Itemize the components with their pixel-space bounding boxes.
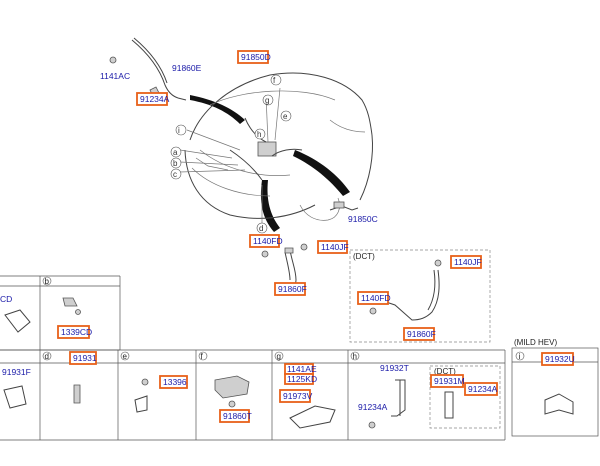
callout-91234a-h2[interactable]: 91234A <box>468 384 498 394</box>
car-letter-e: e <box>283 112 288 121</box>
callout-91931f[interactable]: 91931F <box>2 367 31 377</box>
callout-1140fd-dct[interactable]: 1140FD <box>361 293 391 303</box>
cable-91850c-drawing <box>329 201 359 211</box>
callout-1125kd[interactable]: 1125KD <box>287 374 317 384</box>
car-letter-a: a <box>173 148 178 157</box>
part-91931f-drawing <box>3 385 27 409</box>
callout-1140jf-box <box>317 240 348 254</box>
car-letter-f: f <box>273 76 276 85</box>
car-letter-h: h <box>257 130 261 139</box>
callout-91850d-box <box>237 50 269 64</box>
section-e-letter: e <box>123 352 128 361</box>
callout-91932u-box <box>541 352 574 366</box>
section-g-letter: g <box>277 352 281 361</box>
callout-91860t-box <box>219 409 250 423</box>
car-letter-d: d <box>259 224 263 233</box>
callout-91234a-h2-box <box>464 382 498 396</box>
callout-91931m-box <box>430 374 464 388</box>
callout-91860t[interactable]: 91860T <box>223 411 252 421</box>
callout-91860f-box <box>274 282 306 296</box>
callout-1140fd[interactable]: 1140FD <box>253 236 283 246</box>
pointer-arrow-2 <box>293 150 350 196</box>
part-91931-drawing <box>73 384 81 404</box>
callout-91931-box <box>69 351 97 365</box>
callout-91860f-dct-box <box>403 327 435 341</box>
callout-91932u[interactable]: 91932U <box>545 354 575 364</box>
callout-91860e[interactable]: 91860E <box>172 63 202 73</box>
dct-group-title: (DCT) <box>353 252 375 261</box>
callout-1125kd-box <box>284 373 314 385</box>
callout-91860f[interactable]: 91860F <box>278 284 307 294</box>
part-91860t-drawing <box>214 375 250 408</box>
callout-1141ac[interactable]: 1141AC <box>100 71 130 81</box>
cable-91860f-drawing <box>261 243 308 291</box>
car-drawing <box>179 72 373 228</box>
callout-13396-box <box>159 375 188 389</box>
car-letter-b: b <box>173 159 178 168</box>
callout-1140fd-box <box>249 234 280 248</box>
callout-91932t[interactable]: 91932T <box>380 363 409 373</box>
callout-13396[interactable]: 13396 <box>163 377 187 387</box>
callout-1140fd-dct-box <box>357 291 389 305</box>
part-91973v-drawing <box>289 405 336 429</box>
callout-1141ae[interactable]: 1141AE <box>287 364 317 374</box>
car-letter-markers: i a b c f g e h d <box>170 74 292 234</box>
car-letter-i: i <box>178 126 180 135</box>
dct-h-group-frame <box>429 365 501 429</box>
callout-91234a-top-box <box>136 92 168 106</box>
callout-91931[interactable]: 91931 <box>73 353 97 363</box>
section-d-marker <box>42 351 52 361</box>
mild-hev-title: (MILD HEV) <box>514 338 557 347</box>
dct-h-group-title: (DCT) <box>434 367 456 376</box>
callout-91931m[interactable]: 91931M <box>434 376 465 386</box>
callout-1140jf-dct-box <box>450 255 482 269</box>
section-d-letter: d <box>45 352 49 361</box>
section-i-marker <box>515 351 525 361</box>
callout-91234a-h[interactable]: 91234A <box>358 402 388 412</box>
section-f-marker <box>198 351 208 361</box>
section-h-marker <box>350 351 360 361</box>
section-b-marker <box>42 276 52 286</box>
callout-1339cd[interactable]: 1339CD <box>61 327 92 337</box>
callout-cd[interactable]: CD <box>0 294 12 304</box>
callout-1140jf-dct[interactable]: 1140JF <box>454 257 482 267</box>
pointer-arrow-1 <box>190 95 245 124</box>
pointer-arrow-3 <box>260 180 280 232</box>
section-f-letter: f <box>201 352 204 361</box>
section-e-marker <box>120 351 130 361</box>
cable-91860f-dct-drawing <box>369 259 442 321</box>
callout-91973v[interactable]: 91973V <box>283 391 313 401</box>
car-letter-g: g <box>265 96 269 105</box>
section-b-letter: b <box>45 277 50 286</box>
callout-91850c[interactable]: 91850C <box>348 214 378 224</box>
part-13396-drawing <box>134 378 149 413</box>
section-h-letter: h <box>353 352 357 361</box>
callout-91973v-box <box>279 389 311 403</box>
section-i-letter: i <box>519 352 521 361</box>
callout-1140jf[interactable]: 1140JF <box>321 242 349 252</box>
callout-1339cd-box <box>57 325 90 339</box>
section-g-marker <box>274 351 284 361</box>
mild-hev-frame <box>511 347 599 437</box>
car-letter-c: c <box>173 170 177 179</box>
part-b-drawing <box>4 297 81 333</box>
part-91932u-drawing <box>544 393 574 415</box>
part-91932t-drawing <box>368 379 406 429</box>
dct-group-frame <box>349 249 491 343</box>
part-91931m-drawing <box>444 391 454 419</box>
callout-91860f-dct[interactable]: 91860F <box>407 329 436 339</box>
callout-91234a-top[interactable]: 91234A <box>140 94 170 104</box>
callout-91850d[interactable]: 91850D <box>241 52 271 62</box>
